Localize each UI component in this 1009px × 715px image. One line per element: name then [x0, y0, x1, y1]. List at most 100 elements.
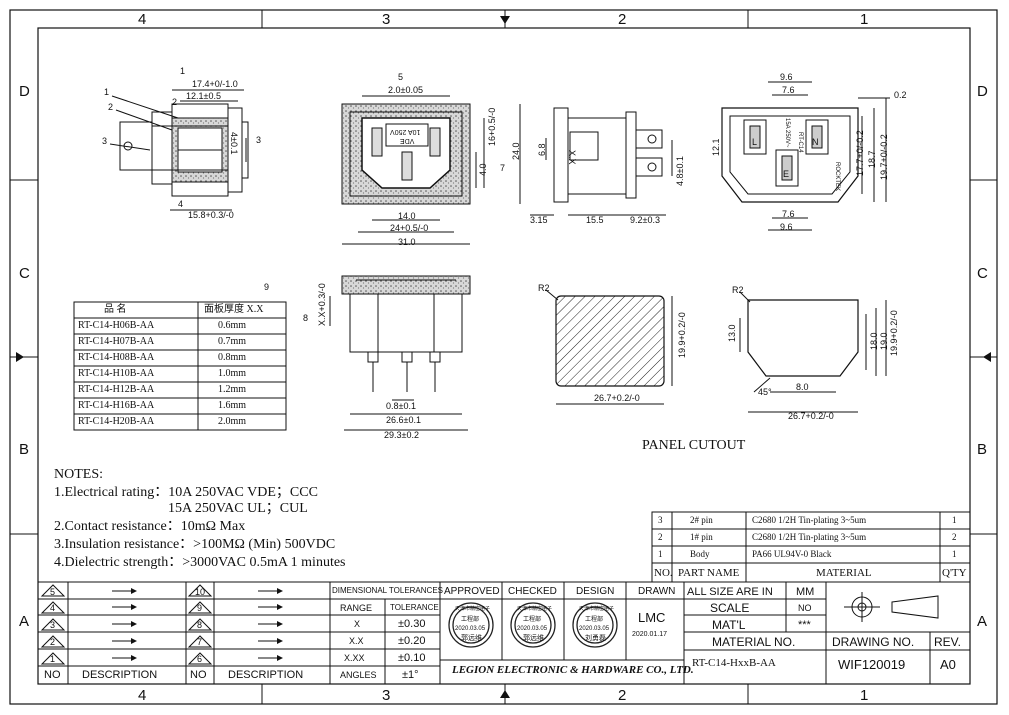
table-row-thickness: 1.0mm [218, 368, 247, 379]
table-row-name: RT-C14-H20B-AA [78, 416, 155, 427]
panel-thickness-label: X.X [567, 150, 577, 165]
table-row-thickness: 1.2mm [218, 384, 247, 395]
dim-15-8: 15.8+0.3/-0 [188, 210, 234, 220]
dim-9-6-bottom: 9.6 [780, 222, 793, 232]
drawn-by: LMC [638, 610, 666, 625]
marker-8: 8 [303, 313, 309, 323]
tolerance-value: ±0.10 [398, 652, 426, 664]
plate-mark: VDE [400, 137, 415, 144]
zone-row-c-right: C [977, 265, 988, 282]
revision: A0 [940, 657, 956, 672]
marker-1: 1 [180, 66, 186, 76]
rev-no-label-right: NO [190, 669, 207, 681]
rear-model: RT-C14 [797, 132, 803, 153]
table-row-name: RT-C14-H12B-AA [78, 384, 155, 395]
cutout-13-0: 13.0 [727, 324, 737, 342]
dim-4-0: 4.0 [478, 163, 488, 176]
bom-qty: 1 [952, 515, 957, 525]
tolerance-range: X.X [349, 636, 364, 646]
zone-col-1-top: 1 [860, 11, 869, 28]
marker-7: 7 [500, 163, 506, 173]
dim-0-2: 0.2 [894, 90, 907, 100]
rev-num: 3 [50, 620, 56, 630]
table-header-thickness: 面板厚度 X.X [204, 304, 264, 315]
dim-29-3: 29.3±0.2 [384, 430, 419, 440]
bottom-view [329, 275, 471, 431]
zone-row-d-left: D [19, 83, 30, 100]
stamp-date: 2020.03.05 [517, 626, 548, 632]
stamp-signature: 郭远维 [461, 635, 482, 642]
zone-row-a-right: A [977, 613, 988, 630]
rear-brand: ROCKTEK [834, 162, 840, 192]
dim-15-5: 15.5 [586, 215, 604, 225]
marker-9: 9 [264, 282, 270, 292]
note-insulation: 3.Insulation resistance：>100MΩ (Min) 500… [54, 537, 336, 552]
pin-label-e: E [783, 169, 790, 179]
rev-no-label-left: NO [44, 669, 61, 681]
dim-4: 4±0.1 [229, 132, 239, 155]
company-name: LEGION ELECTRONIC & HARDWARE CO., LTD. [452, 664, 694, 676]
table-header-name: 品 名 [104, 304, 127, 315]
rev-desc-label-left: DESCRIPTION [82, 669, 158, 681]
outer-frame [9, 9, 998, 705]
dim-7-6-bottom: 7.6 [782, 209, 795, 219]
zone-col-1-bottom: 1 [860, 687, 869, 704]
drawing-no-label: DRAWING NO. [832, 635, 915, 649]
bom-part: 1# pin [690, 532, 713, 542]
tolerance-header-range: RANGE [340, 603, 373, 613]
cutout-hatched [545, 289, 673, 405]
end-view [530, 107, 673, 216]
panel-cutout-title: PANEL CUTOUT [642, 438, 746, 453]
note-contact-resistance: 2.Contact resistance：10mΩ Max [54, 519, 246, 534]
design-header: DESIGN [576, 586, 615, 597]
stamp-dept: 工程部 [585, 617, 604, 623]
table-row-thickness: 0.8mm [218, 352, 247, 363]
zone-col-4-top: 4 [138, 11, 147, 28]
dim-xx: X.X+0.3/-0 [317, 283, 327, 326]
approval-stamps [448, 602, 618, 648]
stamp-org: 天津市精密电子 [455, 606, 491, 612]
rev-label: REV. [934, 635, 961, 649]
table-row-name: RT-C14-H16B-AA [78, 400, 155, 411]
tolerance-range: X [354, 619, 361, 629]
bom-material: C2680 1/2H Tin-plating 3~5um [752, 515, 867, 525]
cutout-19-0: 19.0 [879, 332, 889, 350]
bom-header-part: PART NAME [678, 567, 740, 579]
bom-header-material: MATERIAL [816, 567, 872, 579]
table-row-thickness: 1.6mm [218, 400, 247, 411]
drawing-no: WIF120019 [838, 657, 906, 672]
zone-row-a-left: A [19, 613, 30, 630]
scale-label: SCALE [710, 601, 750, 615]
dim-12-1-rear: 12.1 [711, 138, 721, 156]
callout-2: 2 [108, 102, 114, 112]
material-no-label: MATERIAL NO. [712, 635, 796, 649]
zone-row-b-left: B [19, 441, 30, 458]
cutout-width-left: 26.7+0.2/-0 [594, 393, 640, 403]
dim-12-1: 12.1±0.5 [186, 91, 221, 101]
scale-value: NO [798, 603, 812, 613]
revision-triangles [40, 584, 213, 665]
cutout-outline [739, 291, 887, 413]
drawn-date: 2020.01.17 [632, 631, 668, 638]
cutout-angle: 45° [758, 387, 772, 397]
side-view [109, 89, 249, 211]
table-row-name: RT-C14-H10B-AA [78, 368, 155, 379]
cutout-18-0: 18.0 [869, 332, 879, 350]
rev-num: 1 [50, 654, 56, 664]
drawn-header: DRAWN [638, 586, 676, 597]
marker-2: 2 [172, 97, 178, 107]
cutout-radius-left: R2 [538, 283, 550, 293]
callout-3: 3 [102, 136, 108, 146]
cutout-radius-right: R2 [732, 285, 744, 295]
rev-num: 8 [197, 620, 203, 630]
notes-title: NOTES: [54, 467, 103, 482]
tolerance-range: ANGLES [340, 670, 377, 680]
dim-18-7: 18.7 [867, 150, 877, 168]
marker-5: 5 [398, 72, 404, 82]
stamp-date: 2020.03.05 [579, 626, 610, 632]
table-row-thickness: 2.0mm [218, 416, 247, 427]
checked-header: CHECKED [508, 586, 557, 597]
bom-header-no: NO. [654, 567, 673, 579]
zone-row-d-right: D [977, 83, 988, 100]
bom-qty: 2 [952, 532, 957, 542]
